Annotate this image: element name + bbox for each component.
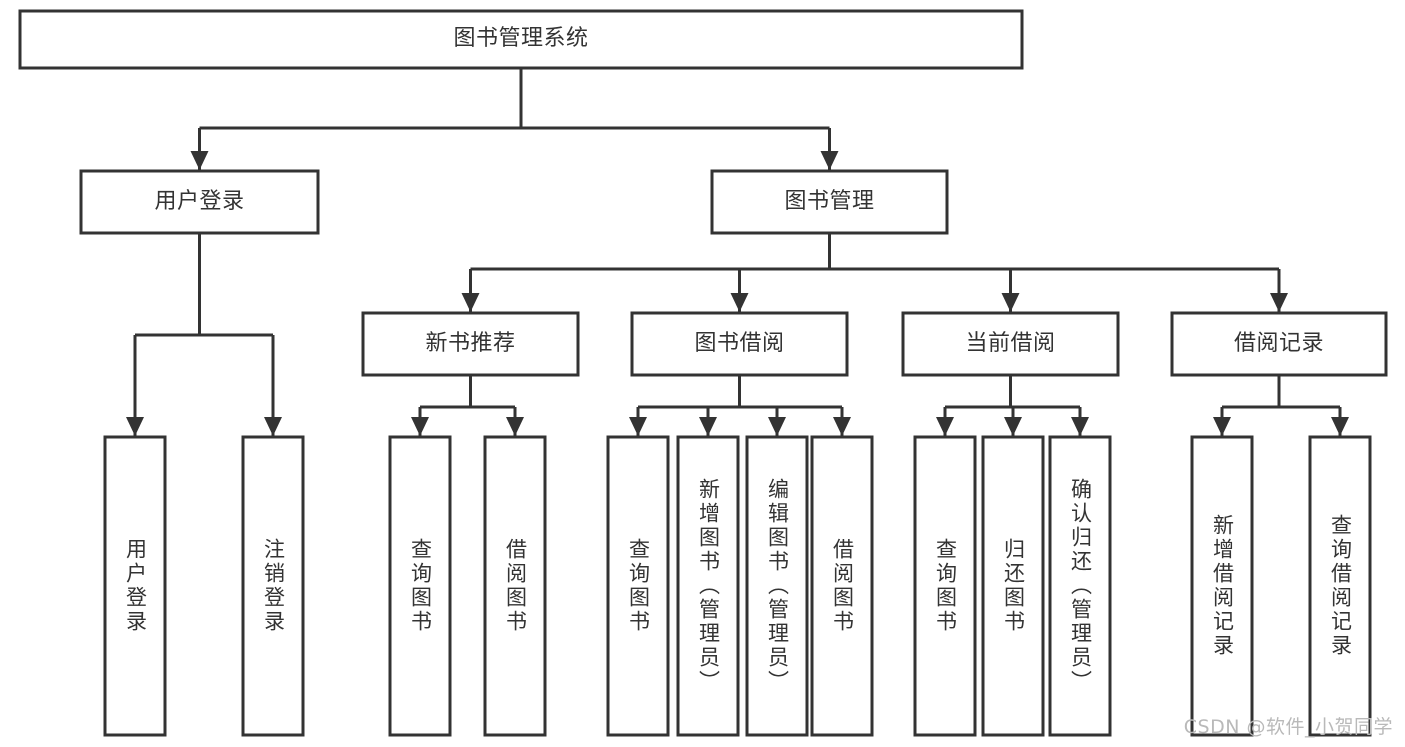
node-box-book-management[interactable] xyxy=(710,169,949,235)
arrow-head-icon xyxy=(768,417,786,436)
connector-edges xyxy=(126,68,1349,436)
arrow-head-icon xyxy=(699,417,717,436)
arrow-head-icon xyxy=(264,417,282,436)
node-box-current-borrow[interactable] xyxy=(901,311,1120,377)
arrow-head-icon xyxy=(411,417,429,436)
node-box-leaf-edit-book-admin[interactable] xyxy=(745,435,809,737)
arrow-head-icon xyxy=(1213,417,1231,436)
node-box-leaf-add-borrow-record[interactable] xyxy=(1190,435,1254,737)
node-box-book-borrow[interactable] xyxy=(630,311,849,377)
arrow-head-icon xyxy=(1001,293,1020,312)
arrow-head-icon xyxy=(126,417,144,436)
node-box-leaf-query-book-rec[interactable] xyxy=(388,435,452,737)
node-box-root[interactable] xyxy=(18,9,1024,70)
arrow-head-icon xyxy=(730,293,749,312)
node-box-leaf-borrow-book[interactable] xyxy=(810,435,874,737)
node-box-leaf-user-login[interactable] xyxy=(103,435,167,737)
arrow-head-icon xyxy=(1071,417,1089,436)
node-box-leaf-query-book-borrow[interactable] xyxy=(606,435,670,737)
arrow-head-icon xyxy=(461,293,480,312)
arrow-head-icon xyxy=(1004,417,1022,436)
arrow-head-icon xyxy=(629,417,647,436)
node-box-borrow-records[interactable] xyxy=(1170,311,1388,377)
node-box-leaf-query-book-current[interactable] xyxy=(913,435,977,737)
node-box-leaf-add-book-admin[interactable] xyxy=(676,435,740,737)
arrow-head-icon xyxy=(833,417,851,436)
csdn-watermark: CSDN @软件_小贺同学 xyxy=(1183,716,1393,738)
arrow-head-icon xyxy=(1331,417,1349,436)
node-box-user-login[interactable] xyxy=(79,169,320,235)
arrow-head-icon xyxy=(820,151,839,170)
arrow-head-icon xyxy=(190,151,209,170)
node-boxes xyxy=(18,9,1388,737)
arrow-head-icon xyxy=(1270,293,1288,312)
node-box-leaf-query-borrow-record[interactable] xyxy=(1308,435,1372,737)
node-box-leaf-logout[interactable] xyxy=(241,435,305,737)
arrow-head-icon xyxy=(936,417,954,436)
node-box-leaf-return-book[interactable] xyxy=(981,435,1045,737)
arrow-head-icon xyxy=(506,417,524,436)
node-box-new-book-recommend[interactable] xyxy=(361,311,580,377)
node-box-leaf-confirm-return-admin[interactable] xyxy=(1048,435,1112,737)
node-box-leaf-borrow-book-rec[interactable] xyxy=(483,435,547,737)
